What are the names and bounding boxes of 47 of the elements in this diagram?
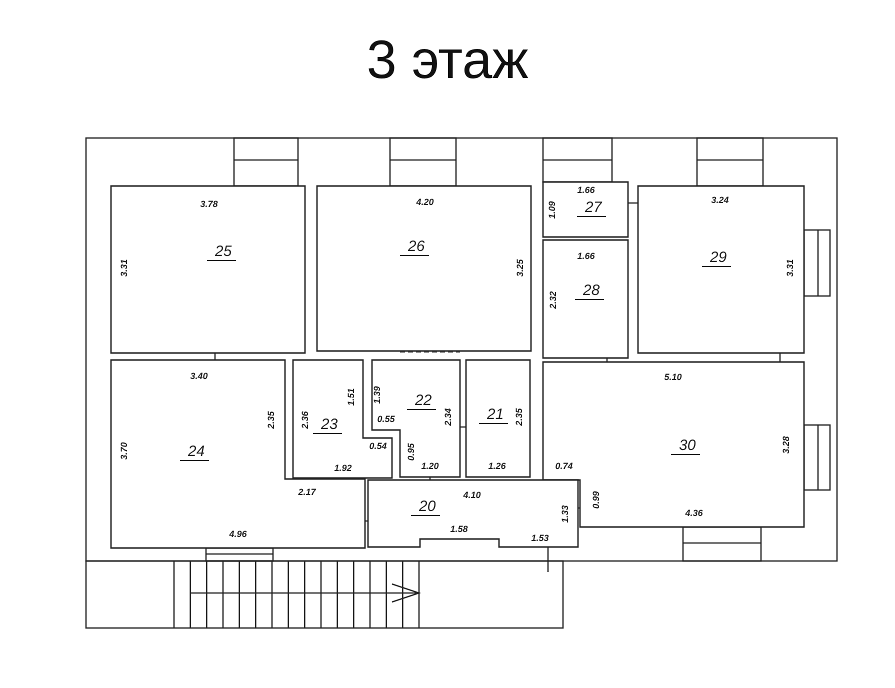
- dimension-label: 2.35: [514, 408, 524, 426]
- dimension-label: 3.70: [119, 442, 129, 460]
- dimension-label: 2.35: [266, 411, 276, 429]
- dimension-label: 3.31: [785, 259, 795, 277]
- dimension-label: 5.10: [664, 372, 682, 382]
- room-number: 29: [702, 250, 731, 267]
- dimension-label: 2.17: [298, 487, 316, 497]
- dimension-label: 2.36: [300, 411, 310, 429]
- dimension-label: 3.25: [515, 259, 525, 277]
- dimension-label: 3.31: [119, 259, 129, 277]
- room-number: 26: [400, 239, 429, 256]
- dimension-label: 3.40: [190, 371, 208, 381]
- dimension-label: 3.28: [781, 436, 791, 454]
- dimension-label: 4.10: [463, 490, 481, 500]
- dimension-label: 3.78: [200, 199, 218, 209]
- dimension-label: 2.34: [443, 408, 453, 426]
- dimension-label: 3.24: [711, 195, 729, 205]
- dimension-label: 1.66: [577, 251, 595, 261]
- room-number: 20: [411, 499, 440, 516]
- dimension-label: 1.26: [488, 461, 506, 471]
- dimension-label: 1.20: [421, 461, 439, 471]
- dimension-label: 2.32: [548, 291, 558, 309]
- dimension-label: 1.51: [346, 388, 356, 406]
- dimension-label: 0.54: [369, 441, 387, 451]
- room-number: 22: [407, 393, 436, 410]
- dimension-label: 1.66: [577, 185, 595, 195]
- dimension-label: 1.92: [334, 463, 352, 473]
- dimension-label: 1.09: [547, 201, 557, 219]
- dimension-label: 0.55: [377, 414, 395, 424]
- dimension-label: 0.74: [555, 461, 573, 471]
- dimension-label: 1.53: [531, 533, 549, 543]
- dimension-label: 1.39: [372, 386, 382, 404]
- floor-title: 3 этаж: [366, 29, 530, 92]
- room-number: 23: [313, 417, 342, 434]
- dimension-label: 4.20: [416, 197, 434, 207]
- dimension-label: 4.96: [229, 529, 247, 539]
- room-number: 25: [207, 244, 236, 261]
- dimension-label: 1.33: [560, 505, 570, 523]
- room-number: 28: [575, 283, 604, 300]
- dimension-label: 4.36: [685, 508, 703, 518]
- dimension-label: 0.95: [406, 443, 416, 461]
- room-number: 24: [180, 444, 209, 461]
- room-number: 27: [577, 200, 606, 217]
- room-number: 21: [479, 407, 508, 424]
- room-number: 30: [671, 438, 700, 455]
- dimension-label: 0.99: [591, 491, 601, 509]
- dimension-label: 1.58: [450, 524, 468, 534]
